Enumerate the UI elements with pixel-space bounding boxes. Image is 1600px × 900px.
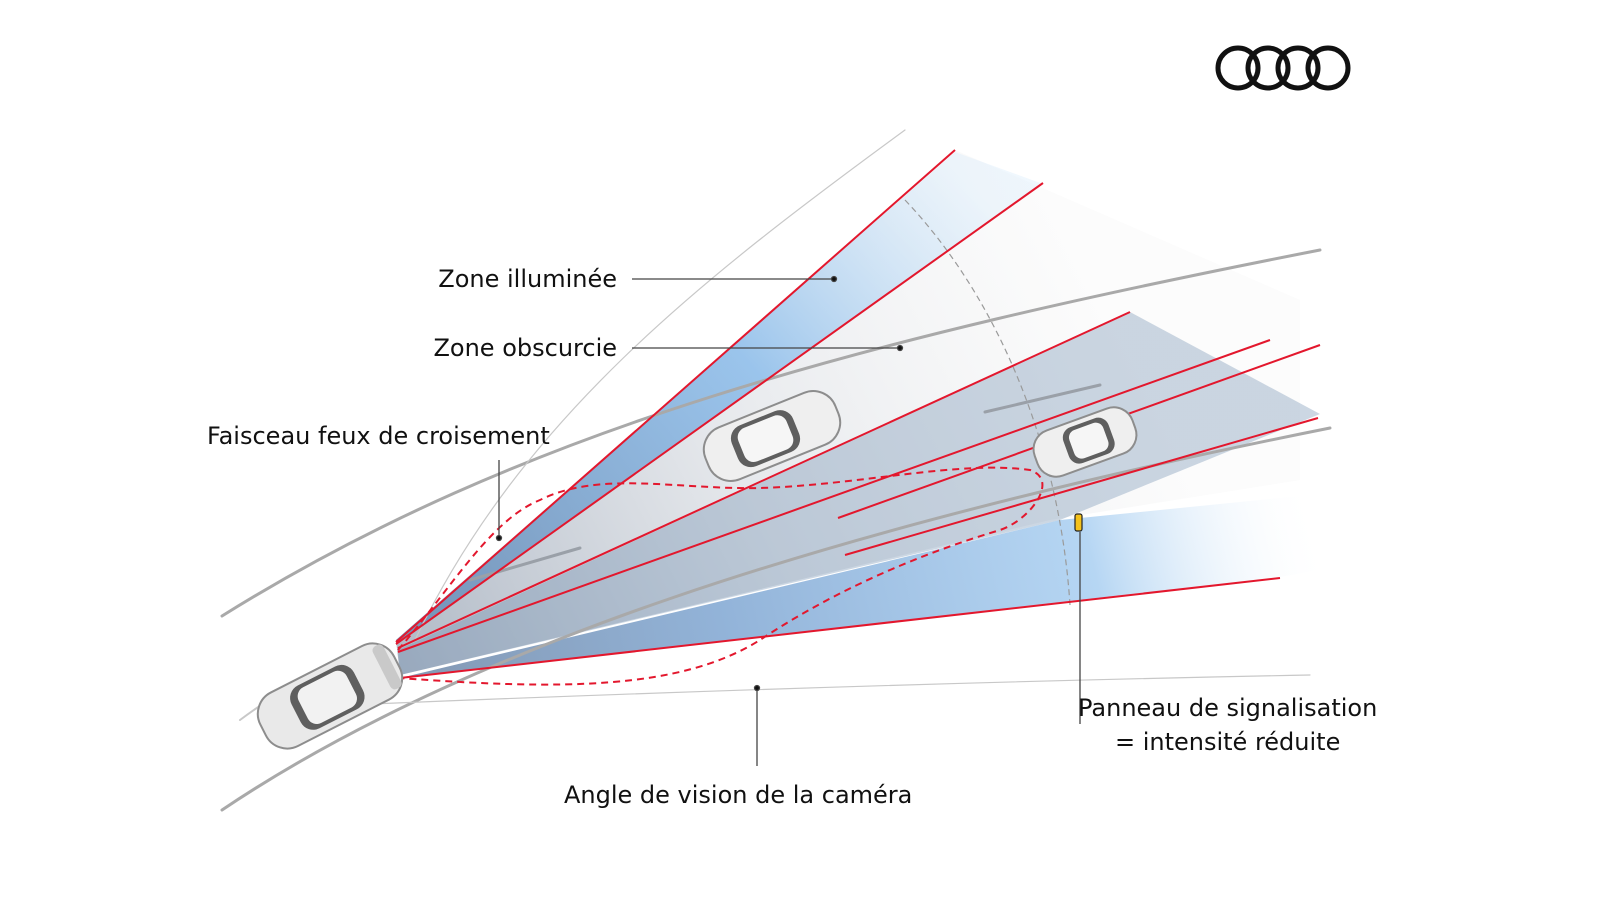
leader-lines — [495, 275, 1081, 766]
illuminated-zone-middle — [398, 312, 1320, 675]
traffic-sign-label: Panneau de signalisation = intensité réd… — [1078, 691, 1377, 759]
camera-angle-label: Angle de vision de la caméra — [564, 781, 913, 809]
traffic-sign-label-line2: = intensité réduite — [1114, 728, 1341, 756]
oncoming-car-right — [1032, 406, 1138, 478]
obscured-zone-label: Zone obscurcie — [433, 334, 617, 362]
oncoming-car-middle — [702, 390, 842, 482]
camera-angle-arc — [904, 199, 1071, 606]
illuminated-zone-lower — [400, 494, 1320, 678]
traffic-sign-icon — [1074, 513, 1083, 532]
low-beam-outline — [397, 466, 1044, 686]
low-beam-label: Faisceau feux de croisement — [207, 422, 550, 450]
illuminated-zone-label: Zone illuminée — [438, 265, 617, 293]
traffic-sign-label-line1: Panneau de signalisation — [1078, 694, 1378, 722]
four-rings-logo — [1215, 45, 1351, 91]
illuminated-zone-upper — [396, 152, 1043, 645]
obscured-zone-area — [396, 150, 1300, 675]
ego-car — [256, 642, 404, 750]
